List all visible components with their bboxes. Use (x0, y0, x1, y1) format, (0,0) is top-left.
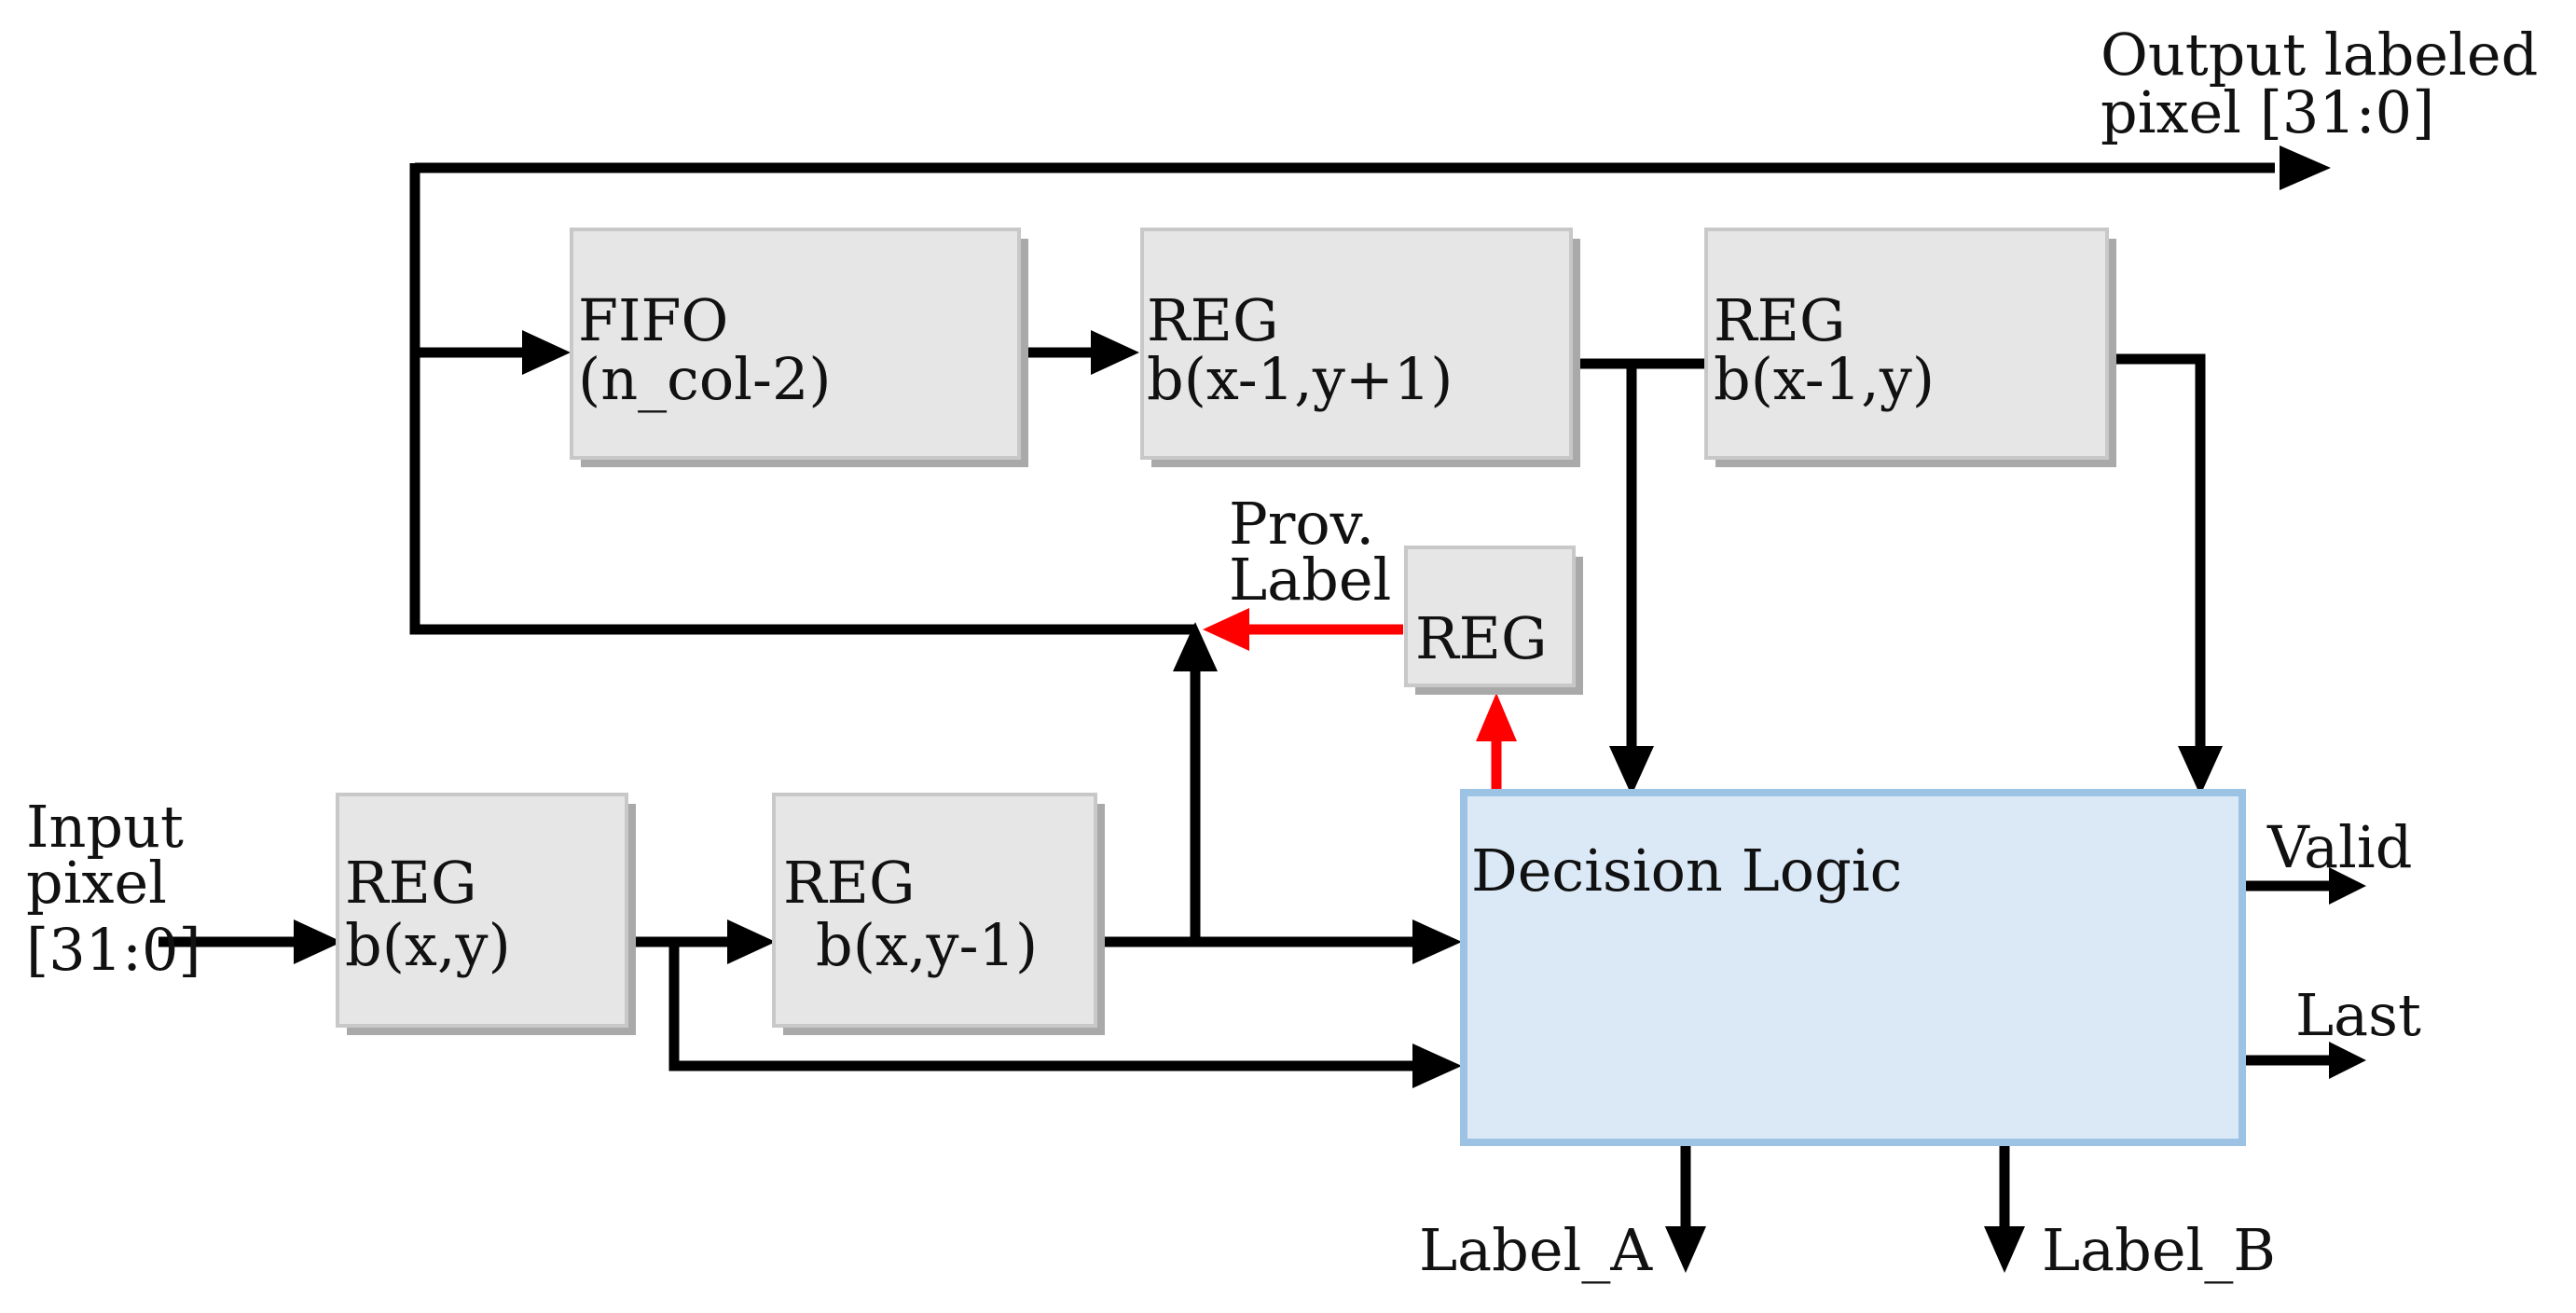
reg-bxy-title: REG (345, 849, 476, 917)
reg-prov-block: REG (1404, 546, 1583, 695)
input-label-line3: [31:0] (26, 916, 201, 984)
label-a-label: Label_A (1419, 1216, 1653, 1284)
label-a-arrowhead (1665, 1226, 1706, 1273)
prov-label-line1: Prov. (1229, 490, 1374, 558)
input-label-line2: pixel (26, 849, 167, 917)
reg-bxy-subtitle: b(x,y) (345, 911, 511, 979)
reg-bxy-branch-wire (668, 942, 1412, 1071)
reg-top2-title: REG (1714, 286, 1845, 354)
reg-bxy-block: REG b(x,y) (336, 793, 636, 1035)
fifo-block: FIFO (n_col-2) (570, 228, 1028, 467)
reg-top1-title: REG (1147, 286, 1278, 354)
valid-label: Valid (2266, 813, 2412, 881)
valid-arrowhead (2329, 867, 2366, 905)
reg-top2-block: REG b(x-1,y) (1704, 228, 2116, 467)
input-label-line1: Input (26, 793, 184, 861)
last-arrowhead (2329, 1042, 2366, 1079)
prov-label-arrowhead (1203, 608, 1249, 651)
reg-bxy1-subtitle: b(x,y-1) (816, 911, 1038, 979)
output-label-line2: pixel [31:0] (2101, 78, 2434, 146)
fifo-arrowhead (522, 330, 571, 375)
reg-top1-arrowhead (1091, 330, 1139, 375)
reg-bxy-arrowhead (294, 919, 342, 964)
fifo-title: FIFO (578, 286, 728, 354)
reg-bxy1-block: REG b(x,y-1) (772, 793, 1105, 1035)
dl-left-high-arrowhead (1412, 919, 1462, 964)
reg-top1-block: REG b(x-1,y+1) (1140, 228, 1580, 467)
output-arrowhead (2280, 145, 2331, 190)
fifo-subtitle: (n_col-2) (578, 345, 832, 413)
output-label-line1: Output labeled (2101, 21, 2538, 89)
reg-top2-out-wire (2109, 353, 2206, 746)
reg-bxy1-title: REG (783, 849, 915, 917)
decision-logic-label: Decision Logic (1471, 836, 1902, 905)
prov-label-line2: Label (1229, 546, 1391, 614)
reg-prov-title: REG (1415, 604, 1547, 672)
left-rail-wire (409, 163, 1195, 635)
reg-top2-subtitle: b(x-1,y) (1714, 345, 1935, 413)
label-b-label: Label_B (2042, 1216, 2276, 1284)
dl-top-right-arrowhead (2178, 746, 2223, 795)
label-b-arrowhead (1984, 1226, 2025, 1273)
prov-reg-arrowhead (1476, 693, 1517, 741)
junction-up-arrowhead (1173, 622, 1218, 671)
last-label: Last (2295, 981, 2421, 1049)
dl-top-left-arrowhead (1609, 746, 1654, 795)
reg-bxy1-arrowhead (727, 919, 776, 964)
reg-top1-subtitle: b(x-1,y+1) (1147, 345, 1453, 413)
dl-left-low-arrowhead (1412, 1043, 1462, 1088)
decision-logic-block: Decision Logic (1460, 789, 2246, 1146)
